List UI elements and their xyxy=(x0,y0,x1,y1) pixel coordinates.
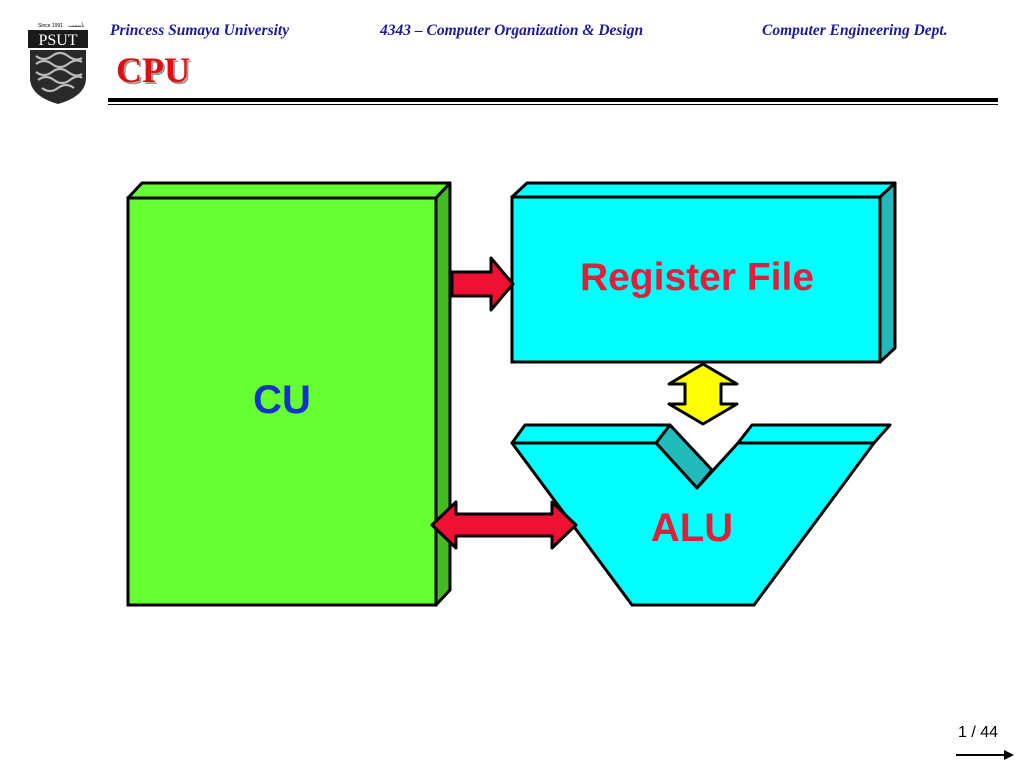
svg-text:Since 1991: Since 1991 xyxy=(38,23,63,29)
cu-alu-bidirectional-arrow xyxy=(430,500,578,550)
cu-label: CU xyxy=(253,378,311,422)
register-file-label: Register File xyxy=(579,256,815,299)
next-slide-arrow-icon[interactable] xyxy=(954,748,1014,762)
header-department: Computer Engineering Dept. xyxy=(762,22,948,39)
alu-label: ALU xyxy=(650,506,734,550)
slide-title: CPU xyxy=(116,50,190,90)
register-file-block xyxy=(510,181,897,364)
alu-block xyxy=(510,423,892,607)
title-rule xyxy=(108,98,998,102)
header-university: Princess Sumaya University xyxy=(110,22,290,39)
psut-logo: Since 1991 تأسست PSUT xyxy=(28,21,88,104)
header-course: 4343 – Computer Organization & Design xyxy=(380,22,644,39)
svg-text:PSUT: PSUT xyxy=(38,32,77,49)
page-number: 1 / 44 xyxy=(957,724,999,741)
svg-text:تأسست: تأسست xyxy=(68,21,85,29)
register-file-alu-bidirectional-arrow xyxy=(667,362,739,426)
title-rule-thin xyxy=(108,104,998,105)
cu-block xyxy=(126,181,452,607)
cu-to-register-file-arrow xyxy=(450,256,515,312)
